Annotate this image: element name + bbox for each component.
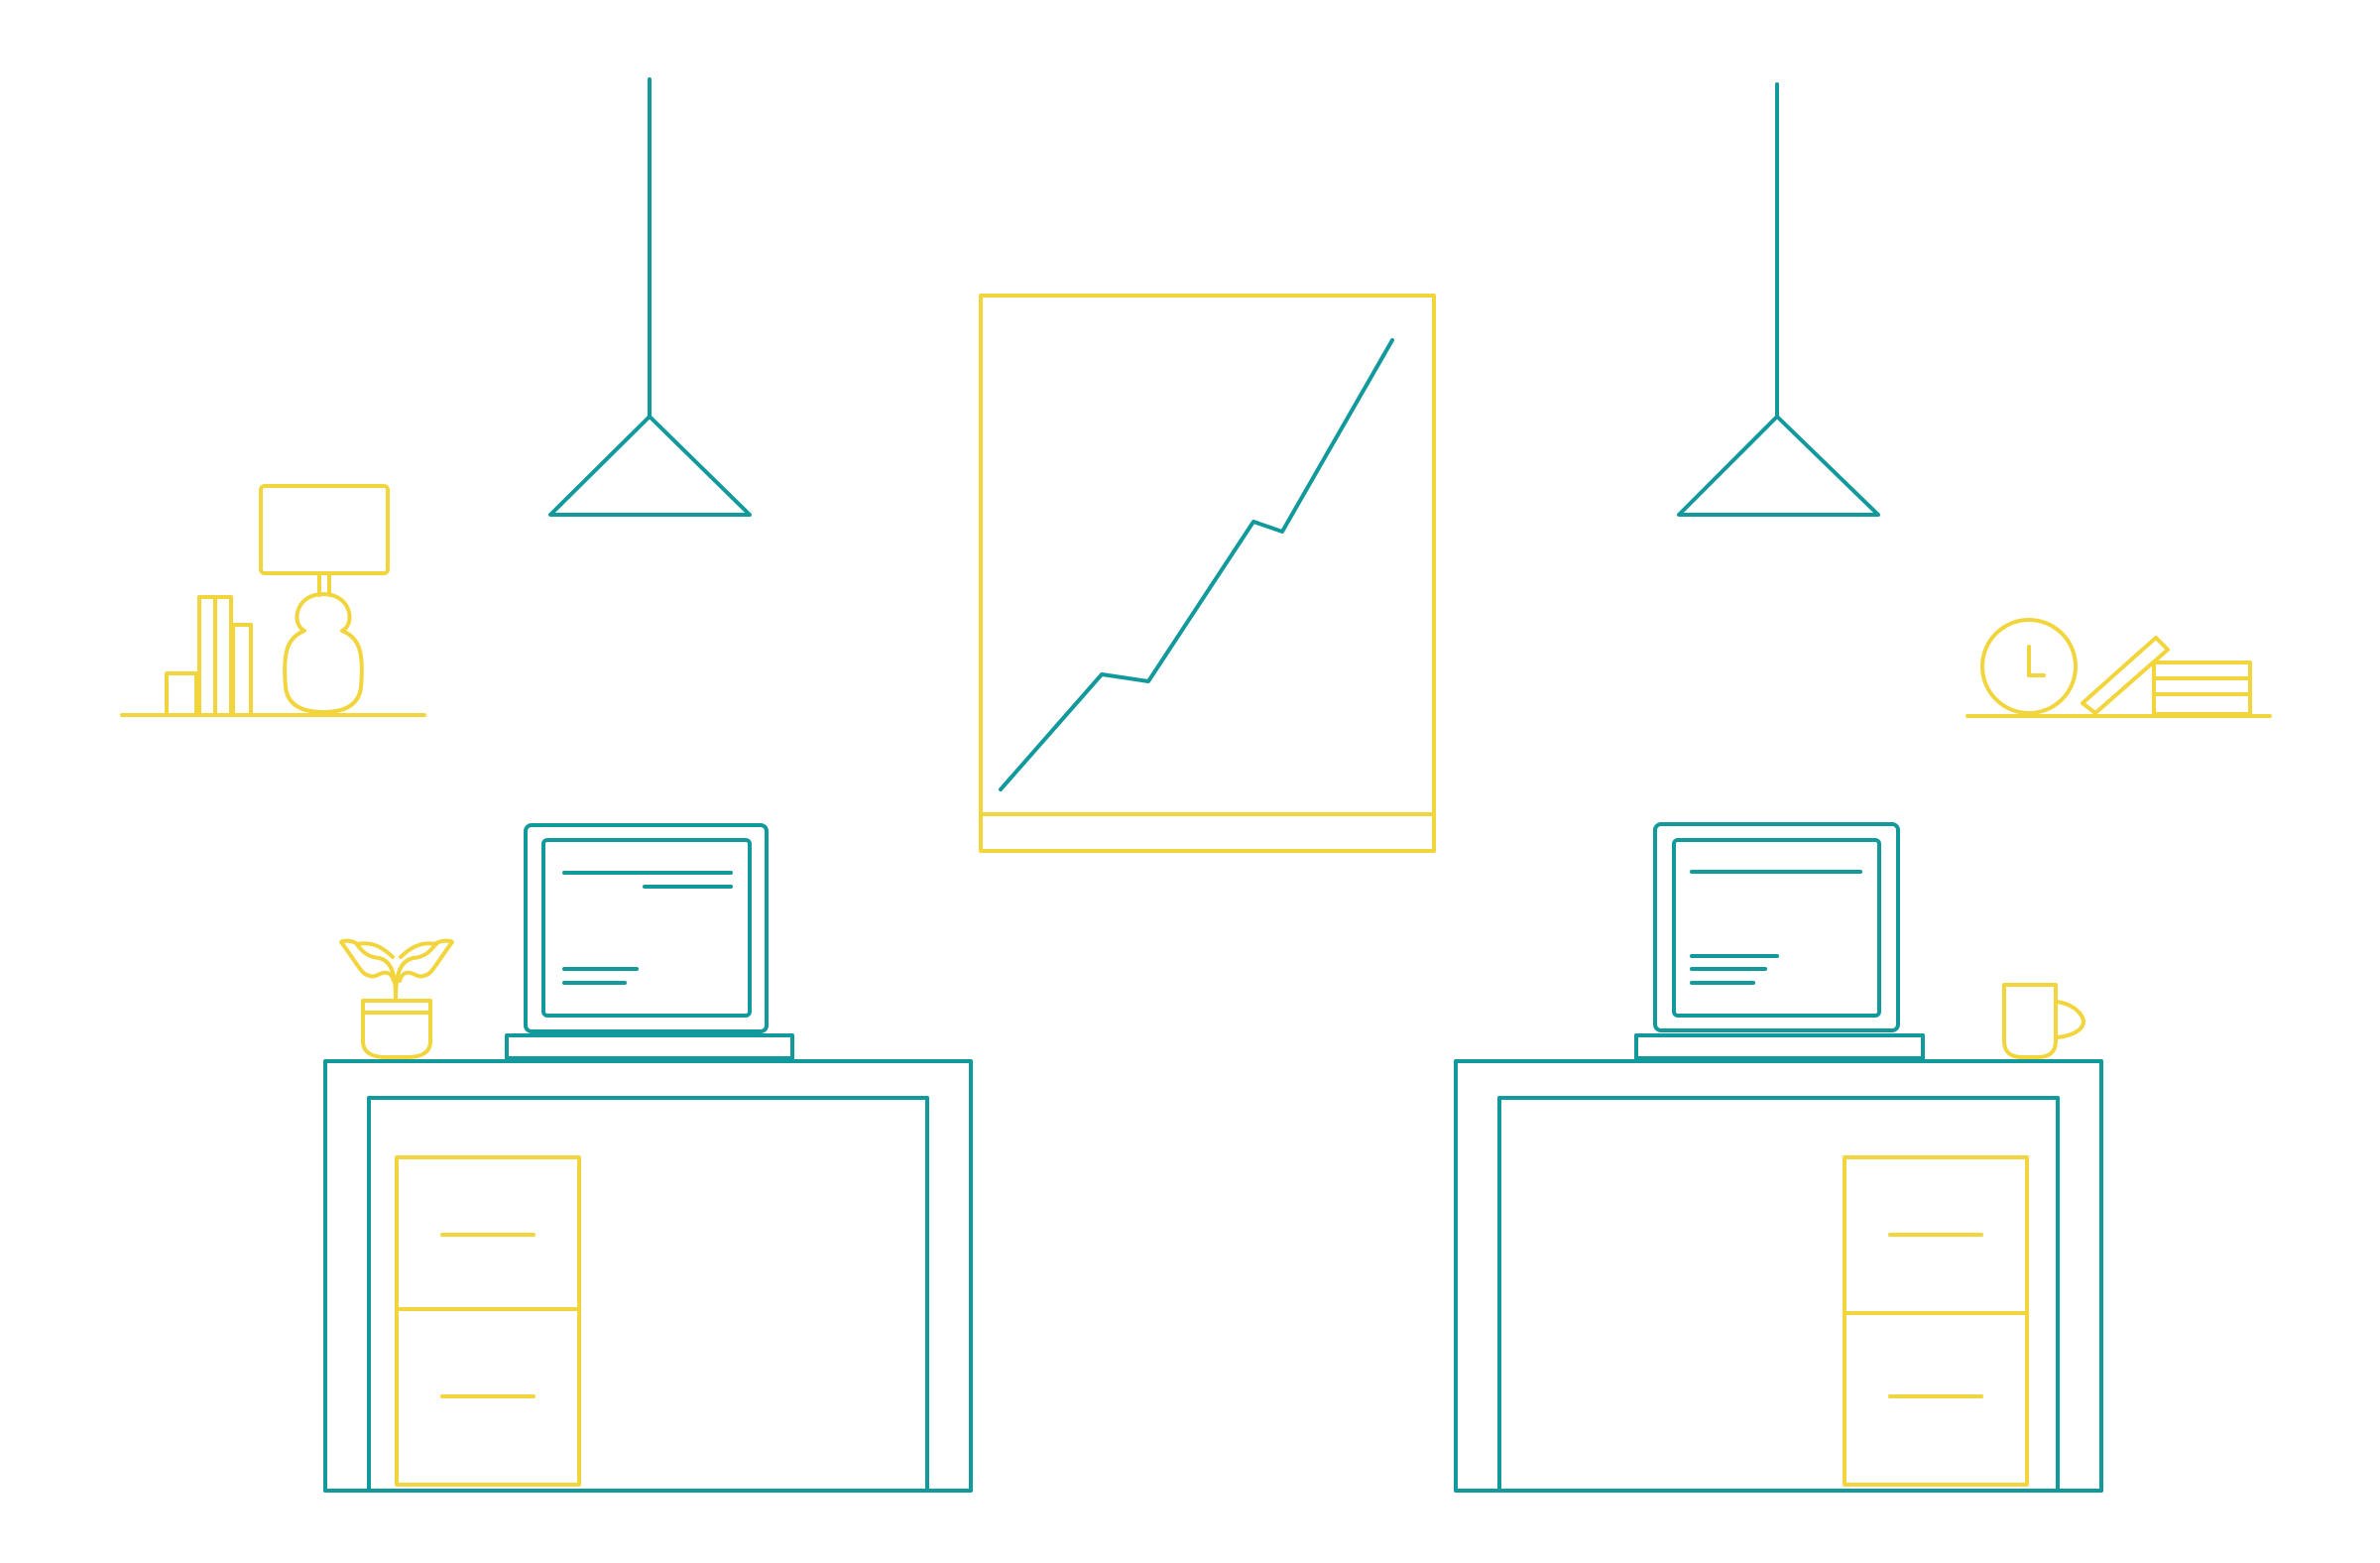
right-pendant-lamp-icon (1677, 82, 1880, 517)
left-shelf-with-books-and-lamp-icon (120, 484, 426, 717)
left-pendant-lamp-icon (548, 77, 752, 517)
left-desk-icon (323, 1059, 973, 1493)
wall-chart-frame-icon (979, 294, 1436, 853)
right-desk-with-monitor-and-mug-icon (1454, 822, 2103, 1493)
right-drawer-icon (1843, 1155, 2029, 1487)
chart-trend-line (999, 338, 1394, 791)
chart-frame (979, 294, 1436, 853)
right-shelf-with-clock-and-books-icon (1965, 618, 2272, 718)
right-monitor-icon (1634, 822, 1925, 1060)
right-mug-icon (2002, 983, 2085, 1059)
left-monitor-icon (505, 823, 794, 1060)
left-drawer-icon (395, 1155, 581, 1487)
left-desk-with-monitor-and-plant-icon (323, 823, 973, 1493)
left-plant-icon (339, 938, 454, 1059)
right-desk-icon (1454, 1059, 2103, 1493)
